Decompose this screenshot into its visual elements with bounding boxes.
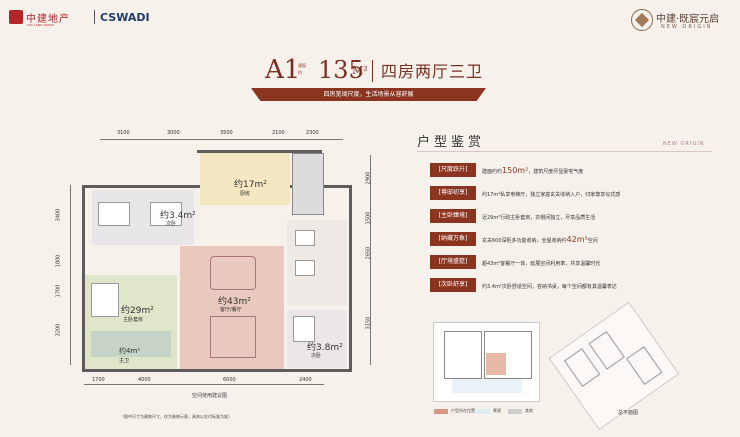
feature-desc: 玄关600深柜多功能收纳，全屋收纳约42m³空间 — [482, 235, 598, 244]
room-master: 约29m² 主卧套房 约4m² 主卫 — [85, 275, 177, 369]
feature-desc: 建面约约150m²，建筑尺度尽显豪宅气度 — [482, 166, 584, 175]
dim-left-3: 1700 — [55, 284, 62, 298]
feature-item: [主卧臻境] 近29m²行政主卧套房，衣帽间独立，尽享品质生活 — [430, 209, 720, 223]
room-living-area: 约43m² — [218, 297, 251, 307]
dim-left-2: 1800 — [55, 254, 62, 268]
feature-item: [尊邸初享] 约17m²私享电梯厅，独立家庭玄关收纳入户，归家尊享仪式感 — [430, 186, 720, 200]
dim-left-1: 3400 — [55, 208, 62, 222]
room-bath-name: 主卫 — [119, 358, 130, 364]
legend-location: 户型所在位置 — [451, 408, 475, 413]
feature-desc: 超43m²客餐厅一体，延展空间利用率，共享温馨时光 — [482, 261, 601, 267]
partner-logo: CSWADI — [100, 11, 150, 24]
legend-landscape: 景观 — [493, 408, 501, 413]
legend-other: 其他 — [525, 408, 533, 413]
feature-item: [纳藏万象] 玄关600深柜多功能收纳，全屋收纳约42m³空间 — [430, 232, 720, 246]
unit-area: 135 — [318, 56, 364, 84]
dim-right-4: 3150 — [365, 316, 372, 330]
slogan: 四房宽阔尺度，生活场景从容舒展 — [323, 91, 414, 98]
room-service — [287, 220, 347, 305]
room-master-name: 主卧套房 — [123, 317, 144, 323]
room-living: 约43m² 客厅/餐厅 — [180, 246, 284, 369]
feature-item: [尺度跃升] 建面约约150m²，建筑尺度尽显豪宅气度 — [430, 163, 720, 177]
legend-swatch-other — [508, 409, 522, 414]
project-name: 中建·既宸元启 — [656, 14, 720, 25]
project-logo-icon — [631, 9, 653, 31]
elevator-shaft — [292, 153, 324, 215]
dim-top-1: 3100 — [117, 130, 130, 136]
feature-item: [厅境盛筵] 超43m²客餐厅一体，延展空间利用率，共享温馨时光 — [430, 255, 720, 269]
panel-title-en: NEW ORIGIN — [663, 141, 705, 147]
dim-left-4: 3200 — [55, 323, 62, 337]
room-bedroom3-name: 次卧 — [311, 353, 322, 359]
feature-tag: [尊邸初享] — [430, 186, 476, 200]
site-map — [548, 301, 680, 431]
dim-line-top — [100, 139, 343, 140]
dim-bottom-2: 4000 — [138, 377, 151, 383]
dim-right-1: 2900 — [365, 171, 372, 185]
room-bedroom2-area: 约3.4m² — [160, 211, 196, 221]
room-bedroom3: 约3.8m² 次卧 — [287, 310, 347, 368]
map-caption: 总平面图 — [618, 410, 639, 416]
dim-right-2: 1500 — [365, 211, 372, 225]
legend-swatch-landscape — [476, 409, 490, 414]
developer-name-en: CSC LAND GROUP — [27, 23, 55, 27]
logo-divider — [94, 10, 95, 24]
plan-note: （图中尺寸为建筑尺寸，仅为装修示意，具体以交付标准为准） — [120, 414, 232, 419]
room-kitchen: 约17m² 厨房 — [200, 153, 290, 205]
dim-line-bottom — [84, 384, 324, 385]
feature-item: [次卧舒享] 约3.4m²次卧舒适空间，容纳书桌，每个空间都有其温馨表达 — [430, 278, 720, 292]
project-name-en: NEW ORIGIN — [661, 24, 713, 30]
room-master-area: 约29m² — [121, 306, 154, 316]
developer-name: 中建地产 — [26, 14, 70, 25]
dim-bottom-4: 2400 — [299, 377, 312, 383]
dim-bottom-1: 1700 — [92, 377, 105, 383]
feature-tag: [主卧臻境] — [430, 209, 476, 223]
plan-caption: 空间使用建议图 — [192, 393, 228, 399]
room-kitchen-name: 厨房 — [240, 191, 251, 197]
dim-top-4: 2100 — [272, 130, 285, 136]
developer-logo-icon — [9, 10, 23, 24]
unit-model: A1 — [265, 55, 301, 85]
key-plan — [433, 322, 540, 402]
feature-tag: [厅境盛筵] — [430, 255, 476, 269]
dim-line-left — [70, 185, 71, 365]
feature-tag: [尺度跃升] — [430, 163, 476, 177]
dim-top-3: 3500 — [220, 130, 233, 136]
feature-desc: 约17m²私享电梯厅，独立家庭玄关收纳入户，归家尊享仪式感 — [482, 192, 621, 198]
dim-right-3: 2650 — [365, 246, 372, 260]
room-bedroom3-area: 约3.8m² — [307, 343, 343, 353]
unit-area-unit: M² — [352, 64, 368, 77]
dim-line-right — [370, 155, 371, 365]
area-note: 建面 约 — [298, 63, 306, 75]
slogan-band — [251, 88, 486, 101]
room-bath-area: 约4m² — [119, 347, 141, 355]
unit-rooms: 四房两厅三卫 — [381, 62, 484, 81]
feature-desc: 近29m²行政主卧套房，衣帽间独立，尽享品质生活 — [482, 215, 596, 221]
panel-divider — [417, 151, 712, 152]
room-bedroom2-name: 次卧 — [166, 221, 177, 227]
room-bedroom2: 约3.4m² 次卧 — [92, 190, 196, 245]
dim-top-2: 3000 — [167, 130, 180, 136]
dim-bottom-3: 6000 — [223, 377, 236, 383]
floor-plan: 约17m² 厨房 约3.4m² 次卧 约43m² 客厅/餐厅 约29m² 主卧套… — [82, 150, 352, 372]
feature-desc: 约3.4m²次卧舒适空间，容纳书桌，每个空间都有其温馨表达 — [482, 284, 617, 290]
room-kitchen-area: 约17m² — [234, 180, 267, 190]
title-divider — [372, 60, 373, 82]
dim-top-5: 2300 — [306, 130, 319, 136]
feature-tag: [次卧舒享] — [430, 278, 476, 292]
legend-swatch-location — [434, 409, 448, 414]
panel-title: 户型鉴赏 — [417, 135, 486, 150]
room-living-name: 客厅/餐厅 — [220, 307, 242, 313]
feature-tag: [纳藏万象] — [430, 232, 476, 246]
